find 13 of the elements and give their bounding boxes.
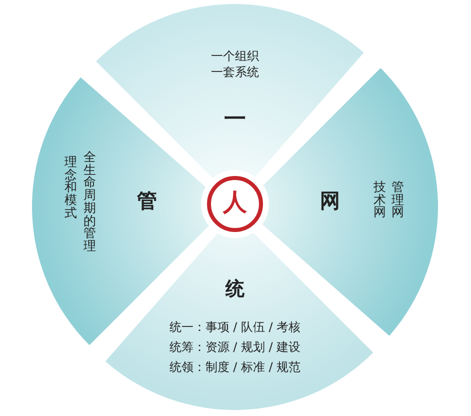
panel-heading: 一 [224, 106, 246, 134]
body-text: 统领：制度 / 标准 / 规范 [169, 358, 301, 376]
panel-heading: 统 [225, 277, 244, 302]
panel-heading: 网 [320, 187, 340, 214]
vertical-text: 管理网 [391, 180, 405, 220]
vertical-text: 全生命周期的管理 [83, 150, 97, 253]
center-character: 人 [223, 186, 247, 218]
body-text: 统筹：资源 / 规划 / 建设 [169, 338, 301, 356]
body-text: 统一：事项 / 队伍 / 考核 [169, 318, 301, 336]
vertical-text: 技术网 [373, 180, 387, 220]
panel-heading: 管 [137, 187, 157, 214]
vertical-text: 理念和模式 [64, 156, 78, 220]
body-text: 一个组织一套系统 [210, 48, 260, 80]
